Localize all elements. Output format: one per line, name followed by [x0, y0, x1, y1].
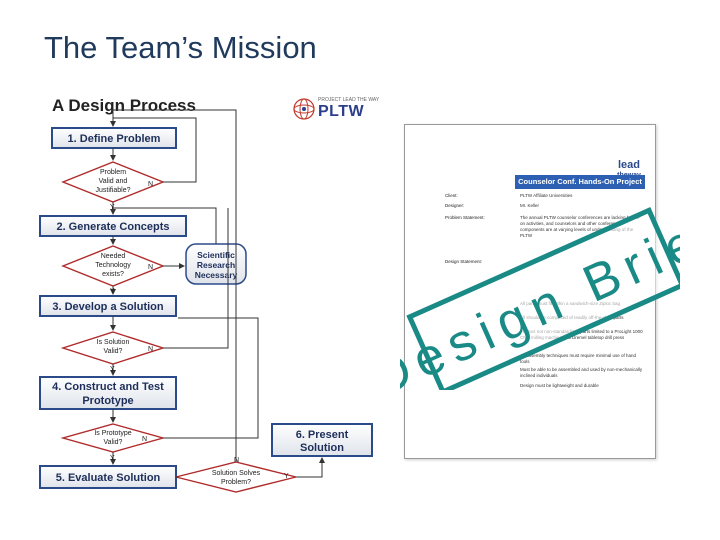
decision-solution-solves: Solution Solves Problem?: [175, 461, 297, 493]
svg-text:Solution Solves: Solution Solves: [212, 470, 261, 477]
doc-label: Client:: [445, 193, 458, 198]
svg-text:N: N: [234, 457, 239, 464]
research-node: Scientific Research Necessary: [185, 243, 247, 285]
svg-text:Technology: Technology: [95, 262, 131, 269]
svg-text:Valid and: Valid and: [99, 178, 128, 185]
step-present-solution: 6. Present Solution: [271, 423, 373, 457]
step-label: 6. Present: [296, 429, 349, 441]
doc-constraint: Design must be lightweight and durable: [520, 383, 599, 388]
step-evaluate-solution: 5. Evaluate Solution: [39, 465, 177, 489]
svg-text:exists?: exists?: [102, 271, 124, 278]
step-label: 3. Develop a Solution: [52, 301, 164, 313]
svg-text:Justifiable?: Justifiable?: [95, 187, 130, 194]
doc-label: Problem Statement:: [445, 215, 485, 220]
svg-text:Problem?: Problem?: [221, 479, 251, 486]
step-label: 4. Construct and Test: [52, 381, 164, 393]
svg-text:Is Solution: Is Solution: [97, 339, 130, 346]
svg-text:Valid?: Valid?: [104, 439, 123, 446]
svg-text:N: N: [148, 264, 153, 271]
svg-text:Research: Research: [197, 260, 235, 270]
svg-text:N: N: [142, 436, 147, 443]
step-generate-concepts: 2. Generate Concepts: [39, 215, 187, 237]
svg-text:Scientific: Scientific: [197, 250, 235, 260]
doc-constraint: All assembly techniques must require min…: [520, 353, 637, 364]
svg-text:Problem: Problem: [100, 169, 126, 176]
decision-problem-valid: Problem Valid and Justifiable?: [61, 161, 165, 203]
svg-text:Necessary: Necessary: [195, 270, 238, 280]
svg-text:N: N: [148, 346, 153, 353]
pltw-tagline: PROJECT LEAD THE WAY: [318, 97, 380, 103]
slide-title: The Team’s Mission: [44, 30, 317, 65]
doc-value: The annual PLTW counselor conferences ar…: [520, 215, 641, 238]
svg-text:Y: Y: [110, 366, 115, 373]
svg-text:Needed: Needed: [101, 253, 126, 260]
svg-text:lead: lead: [618, 159, 640, 171]
step-define-problem: 1. Define Problem: [51, 127, 177, 149]
step-construct-test: 4. Construct and Test Prototype: [39, 376, 177, 410]
decision-prototype-valid: Is Prototype Valid?: [60, 423, 166, 453]
doc-label: Design Statement:: [445, 259, 483, 264]
svg-text:Y: Y: [110, 204, 115, 211]
svg-text:Is Prototype: Is Prototype: [94, 430, 131, 437]
svg-text:Y: Y: [284, 473, 289, 480]
doc-label: Designer:: [445, 203, 465, 208]
svg-text:Y: Y: [110, 288, 115, 295]
step-label: Prototype: [82, 395, 133, 407]
doc-value: PLTW Affiliate Universities: [520, 193, 573, 198]
doc-constraint: Must be able to be assembled and used by…: [520, 367, 643, 378]
svg-text:N: N: [148, 181, 153, 188]
step-label: Solution: [300, 442, 344, 454]
pltw-logo-text: PLTW: [318, 103, 365, 120]
design-brief-stamp: Design Brief: [400, 201, 680, 390]
step-label: 1. Define Problem: [68, 133, 161, 145]
pltw-logo-icon: [293, 98, 315, 120]
step-label: 5. Evaluate Solution: [56, 472, 161, 484]
document-header: Counselor Conf. Hands-On Project: [515, 175, 645, 189]
svg-text:Valid?: Valid?: [104, 348, 123, 355]
doc-value: Mr. Keller: [520, 203, 540, 208]
step-develop-solution: 3. Develop a Solution: [39, 295, 177, 317]
svg-text:Y: Y: [110, 455, 115, 462]
step-label: 2. Generate Concepts: [56, 221, 169, 233]
